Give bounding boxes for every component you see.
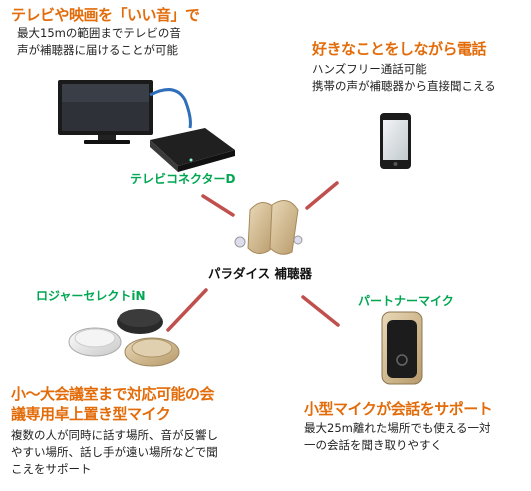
cable-icon — [149, 88, 192, 129]
bottomright-line: 一の会話を聞き取りやすく — [304, 438, 442, 452]
phone-icon — [380, 113, 411, 169]
bottomleft-line: こえをサポート — [11, 462, 92, 476]
topleft-line: 最大15mの範囲までテレビの音 — [17, 26, 181, 40]
connector-line-tv — [201, 194, 235, 217]
connector-line-phone — [305, 181, 339, 210]
bottomleft-line: やすい場所、話し手が遠い場所などで聞 — [11, 445, 218, 459]
hearing-aid-icon — [234, 200, 303, 255]
bottomright-heading: 小型マイクが会話をサポート — [304, 400, 493, 418]
bottomleft-description: 複数の人が同時に話す場所、音が反響し やすい場所、話し手が遠い場所などで聞 こえ… — [11, 427, 218, 478]
topright-description: ハンズフリー通話可能 携帯の声が補聴器から直接聞こえる — [312, 61, 496, 95]
topleft-line: 声が補聴器に届けることが可能 — [17, 43, 178, 57]
bottomright-description: 最大25m離れた場所でも使える一対 一の会話を聞き取りやすく — [304, 420, 491, 454]
tv-icon — [58, 80, 153, 144]
roger-select-label: ロジャーセレクトiN — [36, 289, 146, 303]
bottomleft-heading-line: 議専用卓上置き型マイク — [11, 405, 171, 423]
tv-connector-label: テレビコネクターD — [130, 172, 236, 186]
center-label: パラダイス 補聴器 — [208, 266, 312, 281]
tv-connector-icon — [150, 128, 235, 172]
connector-lines — [166, 181, 340, 332]
bottomleft-line: 複数の人が同時に話す場所、音が反響し — [11, 428, 218, 442]
topright-heading: 好きなことをしながら電話 — [312, 40, 487, 58]
bottomleft-heading: 小～大会議室まで対応可能の会 議専用卓上置き型マイク — [11, 384, 215, 424]
bottomleft-heading-line: 小～大会議室まで対応可能の会 — [11, 385, 215, 403]
topleft-heading: テレビや映画を「いい音」で — [11, 6, 200, 24]
roger-select-icon — [68, 309, 180, 367]
topright-line: 携帯の声が補聴器から直接聞こえる — [312, 79, 496, 93]
partner-mic-icon — [381, 311, 423, 385]
topleft-description: 最大15mの範囲までテレビの音 声が補聴器に届けることが可能 — [17, 25, 181, 59]
bottomright-line: 最大25m離れた場所でも使える一対 — [304, 421, 491, 435]
topright-line: ハンズフリー通話可能 — [312, 62, 427, 76]
connector-line-partner — [301, 295, 340, 327]
connector-line-roger — [166, 288, 208, 332]
partner-mic-label: パートナーマイク — [358, 294, 454, 308]
